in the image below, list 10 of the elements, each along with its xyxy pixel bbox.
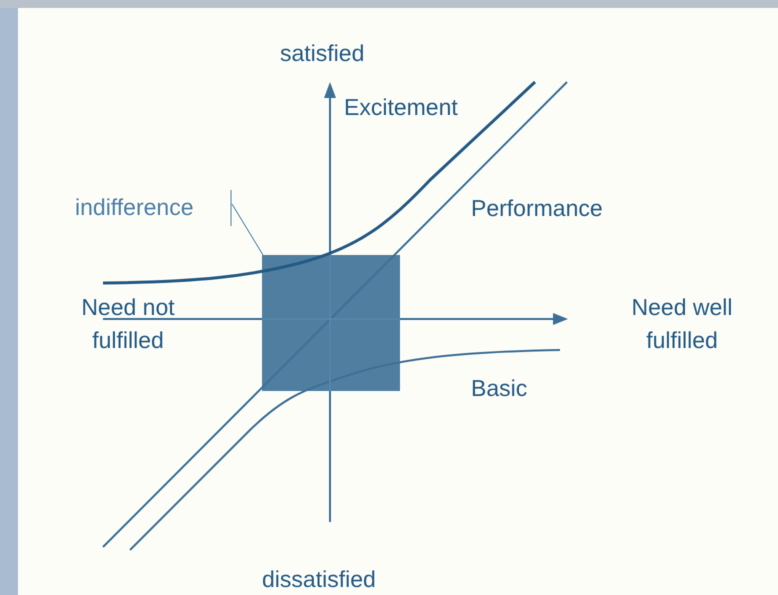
indifference-square — [262, 255, 400, 391]
axis-label: satisfied — [280, 39, 366, 68]
leader-line — [230, 190, 264, 256]
curve-label: Excitement — [344, 93, 459, 122]
curve-label: indifference — [75, 192, 194, 222]
axis-label: Need well fulfilled — [630, 293, 734, 355]
curve-label: Performance — [471, 194, 604, 223]
curve-label: Basic — [471, 374, 528, 403]
axis-label: Need not fulfilled — [80, 293, 176, 355]
axis-label: dissatisfied — [262, 565, 377, 594]
